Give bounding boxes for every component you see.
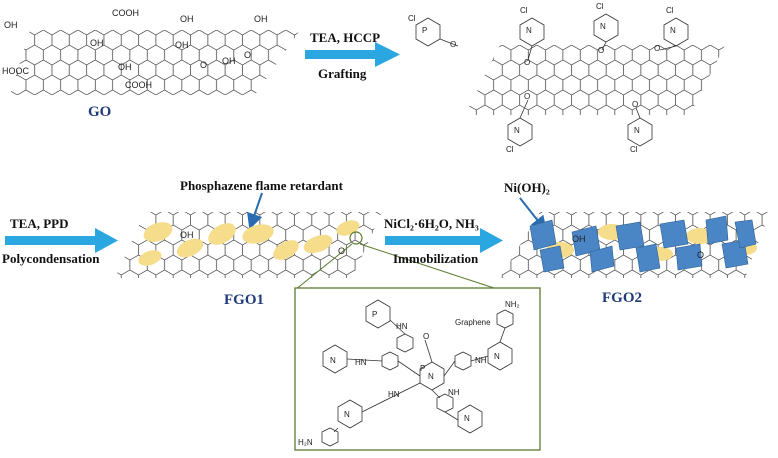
fgo1-sheet xyxy=(115,212,382,278)
zoom-line-left xyxy=(294,243,353,291)
arrow2-process: Polycondensation xyxy=(2,251,100,266)
hccp4-n: N xyxy=(670,26,676,35)
go-cooh-2: COOH xyxy=(125,80,152,90)
hccp6-n: N xyxy=(634,126,640,135)
arrow1-process: Grafting xyxy=(318,66,367,81)
go-oh-6: OH xyxy=(118,62,132,72)
go-label: GO xyxy=(88,104,112,120)
grafted-sheet xyxy=(465,45,725,115)
inset-hn-3: HN xyxy=(388,390,400,399)
graft-o-1: O xyxy=(450,40,457,49)
nioh-pointer xyxy=(519,197,547,233)
inset-nh-1: NH xyxy=(475,356,487,365)
inset-graphene: Graphene xyxy=(455,318,491,327)
fgo1-flakes xyxy=(138,220,360,266)
fgo1-oh: OH xyxy=(180,230,194,240)
inset-ring1-p: P xyxy=(372,310,378,319)
inset-nh-2: NH xyxy=(448,388,460,397)
go-oh-5: OH xyxy=(175,40,189,50)
go-oh-1: OH xyxy=(4,20,18,30)
inset-hn-1: HN xyxy=(396,322,408,331)
go-hooc: HOOC xyxy=(2,66,29,76)
inset-h2n: H₂N xyxy=(298,438,313,447)
phosphazene-pointer xyxy=(247,192,263,230)
go-o-2: O xyxy=(244,50,252,60)
hccp5-cl: Cl xyxy=(506,145,514,154)
hccp6-cl: Cl xyxy=(630,145,638,154)
inset-hn-2: HN xyxy=(355,358,367,367)
inset-ring3-n: N xyxy=(494,352,500,361)
arrow2-reagents: TEA, PPD xyxy=(10,216,69,231)
arrow1-reagents: TEA, HCCP xyxy=(310,30,381,45)
arrow-grafting xyxy=(305,42,400,67)
graft-o-2: O xyxy=(524,58,531,67)
go-oh-4: OH xyxy=(90,38,104,48)
arrow3-process: Immobilization xyxy=(393,251,479,266)
arrow3-reagents: NiCl₂·6H₂O, NH₃ xyxy=(384,216,479,231)
arrow-polycondensation xyxy=(5,228,118,253)
graft-o-3: O xyxy=(598,46,605,55)
hccp2-cl: Cl xyxy=(520,6,528,15)
inset-ring4-n: N xyxy=(344,410,350,419)
hccp1-cl: Cl xyxy=(408,14,416,23)
hccp4-cl: Cl xyxy=(666,6,674,15)
zoom-line-right xyxy=(359,243,501,291)
inset-ring2-n: N xyxy=(330,356,336,365)
hccp3-n: N xyxy=(600,22,606,31)
hccp-rings xyxy=(415,13,689,147)
phosphazene-label: Phosphazene flame retardant xyxy=(180,178,343,193)
go-sheet xyxy=(10,30,300,95)
go-cooh-1: COOH xyxy=(112,8,139,18)
inset-center-n: N xyxy=(428,372,434,381)
hccp3-cl: Cl xyxy=(596,2,604,11)
go-o-1: O xyxy=(200,60,208,70)
inset-nh2-top: NH₂ xyxy=(505,300,520,309)
go-oh-7: OH xyxy=(222,56,236,66)
hccp2-n: N xyxy=(526,26,532,35)
graft-o-4: O xyxy=(654,44,661,53)
fgo1-o: O xyxy=(338,246,346,256)
go-oh-3: OH xyxy=(254,14,268,24)
hccp5-n: N xyxy=(514,126,520,135)
fgo1-label: FGO1 xyxy=(224,292,264,308)
inset-ring5-n: N xyxy=(464,414,470,423)
fgo2-oh: OH xyxy=(572,234,586,244)
nickel-hydroxide-sheets xyxy=(529,215,757,273)
inset-center-p: P xyxy=(420,364,426,373)
graft-o-5: O xyxy=(524,92,531,101)
fgo2-o: O xyxy=(697,250,705,260)
inset-structure xyxy=(321,299,514,447)
zoom-circle xyxy=(349,231,363,245)
go-oh-2: OH xyxy=(180,14,194,24)
fgo2-label: FGO2 xyxy=(602,290,642,306)
hccp1-p: P xyxy=(422,26,428,35)
graft-o-6: O xyxy=(632,100,639,109)
arrow-immobilization xyxy=(385,228,503,253)
inset-o: O xyxy=(423,332,430,341)
molecular-inset xyxy=(294,287,541,451)
nioh-label: Ni(OH)₂ xyxy=(504,180,550,195)
